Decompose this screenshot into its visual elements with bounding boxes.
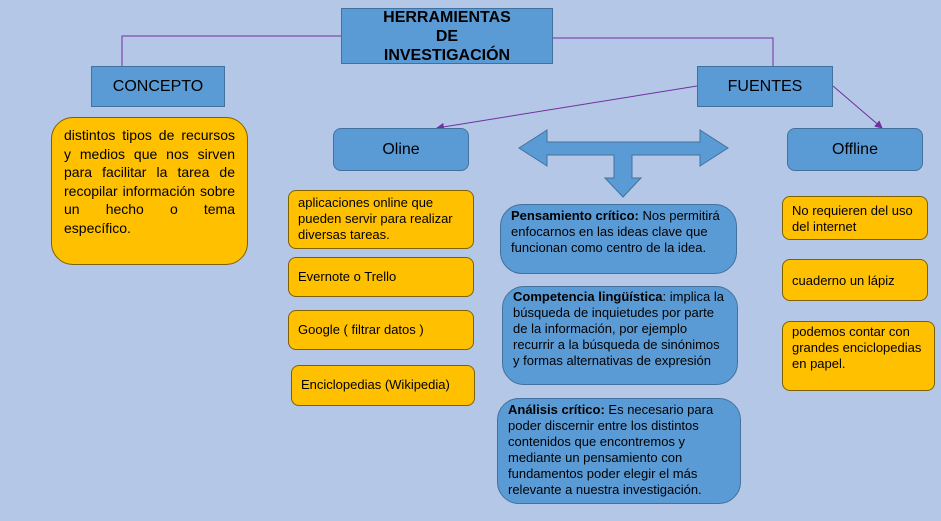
concepto-box: CONCEPTO: [91, 66, 225, 107]
fuentes-box: FUENTES: [697, 66, 833, 107]
concepto-description: distintos tipos de recursos y medios que…: [64, 127, 235, 236]
fuentes-to-offline-arrow: [832, 85, 883, 129]
online-item: Evernote o Trello: [288, 257, 474, 297]
online-item: aplicaciones online que pueden servir pa…: [288, 190, 474, 249]
online-item: Google ( filtrar datos ): [288, 310, 474, 350]
offline-item: podemos contar con grandes enciclopedias…: [782, 321, 935, 391]
title-text: HERRAMIENTAS DE INVESTIGACIÓN: [383, 8, 511, 64]
concepto-description-box: distintos tipos de recursos y medios que…: [51, 117, 248, 265]
center-item-heading: Pensamiento crítico:: [511, 208, 639, 223]
three-way-arrow-icon: [518, 129, 729, 198]
center-item: Competencia lingüística: implica la búsq…: [502, 286, 738, 385]
offline-box: Offline: [787, 128, 923, 171]
center-item-heading: Competencia lingüística: [513, 289, 663, 304]
title-to-concepto-line: [121, 35, 341, 66]
center-item-heading: Análisis crítico:: [508, 402, 605, 417]
title-box: HERRAMIENTAS DE INVESTIGACIÓN: [341, 8, 553, 64]
online-item: Enciclopedias (Wikipedia): [291, 365, 475, 406]
online-label: Oline: [382, 140, 420, 158]
fuentes-to-online-arrow: [436, 85, 698, 131]
fuentes-label: FUENTES: [727, 77, 803, 95]
offline-item: No requieren del uso del internet: [782, 196, 928, 240]
offline-label: Offline: [832, 140, 878, 158]
title-to-fuentes-line: [553, 37, 774, 66]
center-item: Análisis crítico: Es necesario para pode…: [497, 398, 741, 504]
center-item: Pensamiento crítico: Nos permitirá enfoc…: [500, 204, 737, 274]
concepto-label: CONCEPTO: [112, 77, 204, 95]
offline-item: cuaderno un lápiz: [782, 259, 928, 301]
online-box: Oline: [333, 128, 469, 171]
